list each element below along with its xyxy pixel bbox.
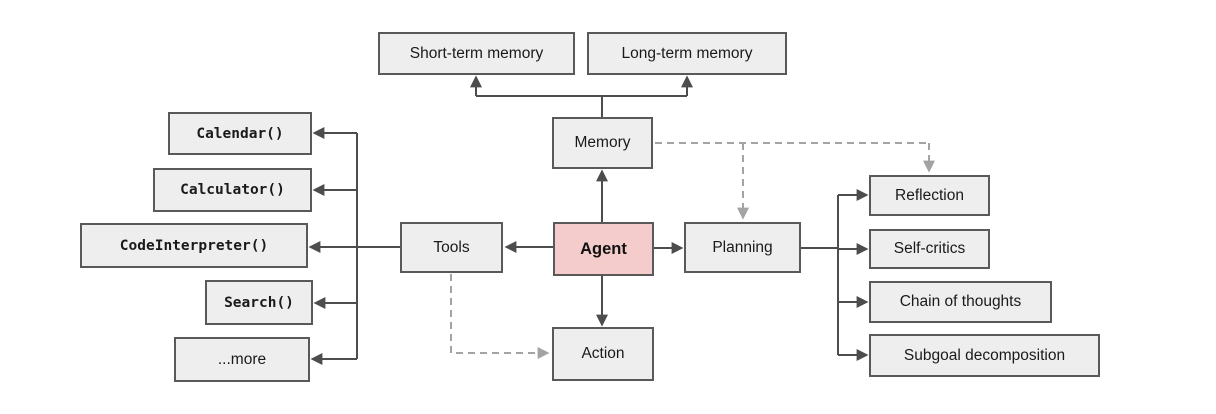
node-search: Search() [205, 280, 313, 325]
node-calendar: Calendar() [168, 112, 312, 155]
node-agent: Agent [553, 222, 654, 276]
node-more: ...more [174, 337, 310, 382]
node-subgoal-decomposition: Subgoal decomposition [869, 334, 1100, 377]
edge-planning-trunk [801, 195, 839, 355]
node-long-term-memory: Long-term memory [587, 32, 787, 75]
edge-memory-branch [476, 95, 687, 117]
node-chain-of-thoughts: Chain of thoughts [869, 281, 1052, 323]
node-reflection: Reflection [869, 175, 990, 216]
node-short-term-memory: Short-term memory [378, 32, 575, 75]
node-code-interpreter: CodeInterpreter() [80, 223, 308, 268]
node-calculator: Calculator() [153, 168, 312, 212]
node-self-critics: Self-critics [869, 229, 990, 269]
node-tools: Tools [400, 222, 503, 273]
node-action: Action [552, 327, 654, 381]
edge-tools-action-dashed [450, 274, 550, 359]
node-memory: Memory [552, 117, 653, 169]
edge-tools-trunk [356, 133, 400, 359]
node-planning: Planning [684, 222, 801, 273]
